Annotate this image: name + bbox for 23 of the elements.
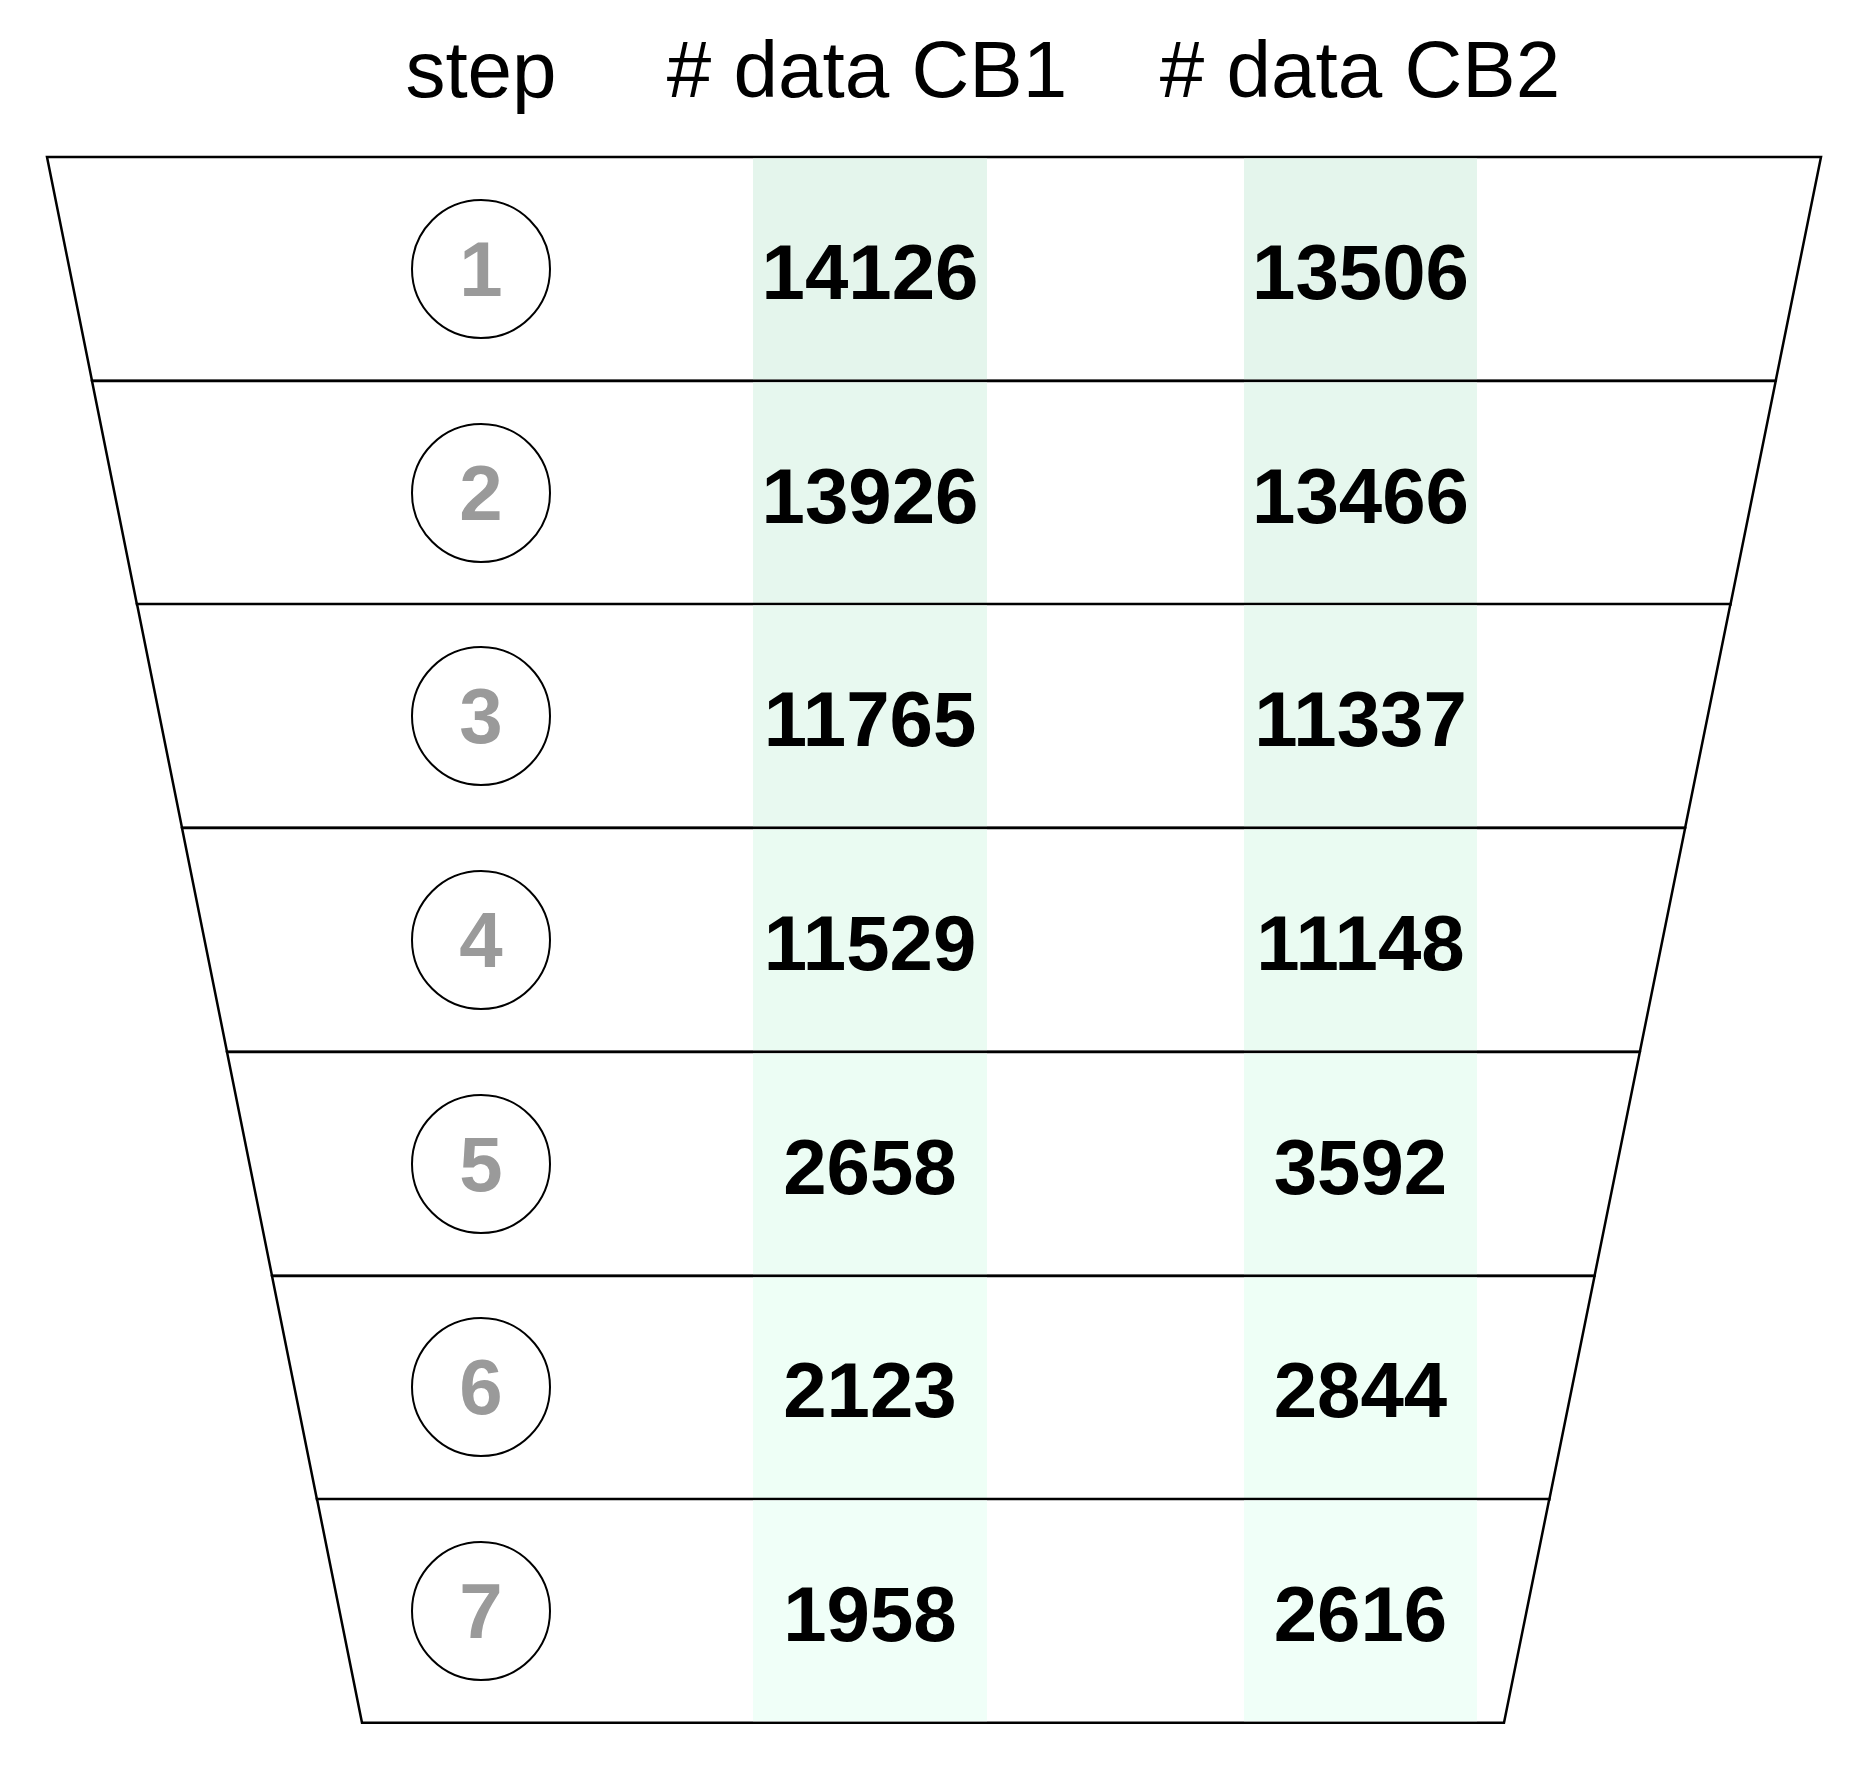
count-value: 2616 [1273, 1575, 1448, 1654]
funnel-band [272, 1275, 1595, 1500]
funnel-band [182, 828, 1686, 1052]
count-value: 13466 [1252, 456, 1469, 535]
count-value: 1958 [783, 1575, 957, 1654]
column-header: # data CB1 [666, 30, 1068, 110]
count-value: 3592 [1273, 1127, 1448, 1206]
count-value: 13506 [1252, 232, 1469, 311]
funnel-band [47, 157, 1821, 381]
count-value: 11529 [763, 904, 977, 982]
funnel-band [227, 1051, 1640, 1276]
count-value: 2844 [1273, 1351, 1448, 1430]
count-value: 11337 [1254, 680, 1467, 759]
count-value: 11148 [1256, 904, 1465, 982]
count-value: 2123 [783, 1351, 957, 1430]
count-value: 13926 [761, 456, 979, 535]
count-value: 2658 [783, 1127, 957, 1206]
column-header: # data CB2 [1159, 30, 1561, 110]
count-value: 11765 [763, 680, 977, 759]
funnel-band [317, 1499, 1550, 1723]
count-value: 14126 [761, 232, 979, 311]
funnel-band [137, 604, 1731, 829]
funnel-band [92, 380, 1776, 605]
